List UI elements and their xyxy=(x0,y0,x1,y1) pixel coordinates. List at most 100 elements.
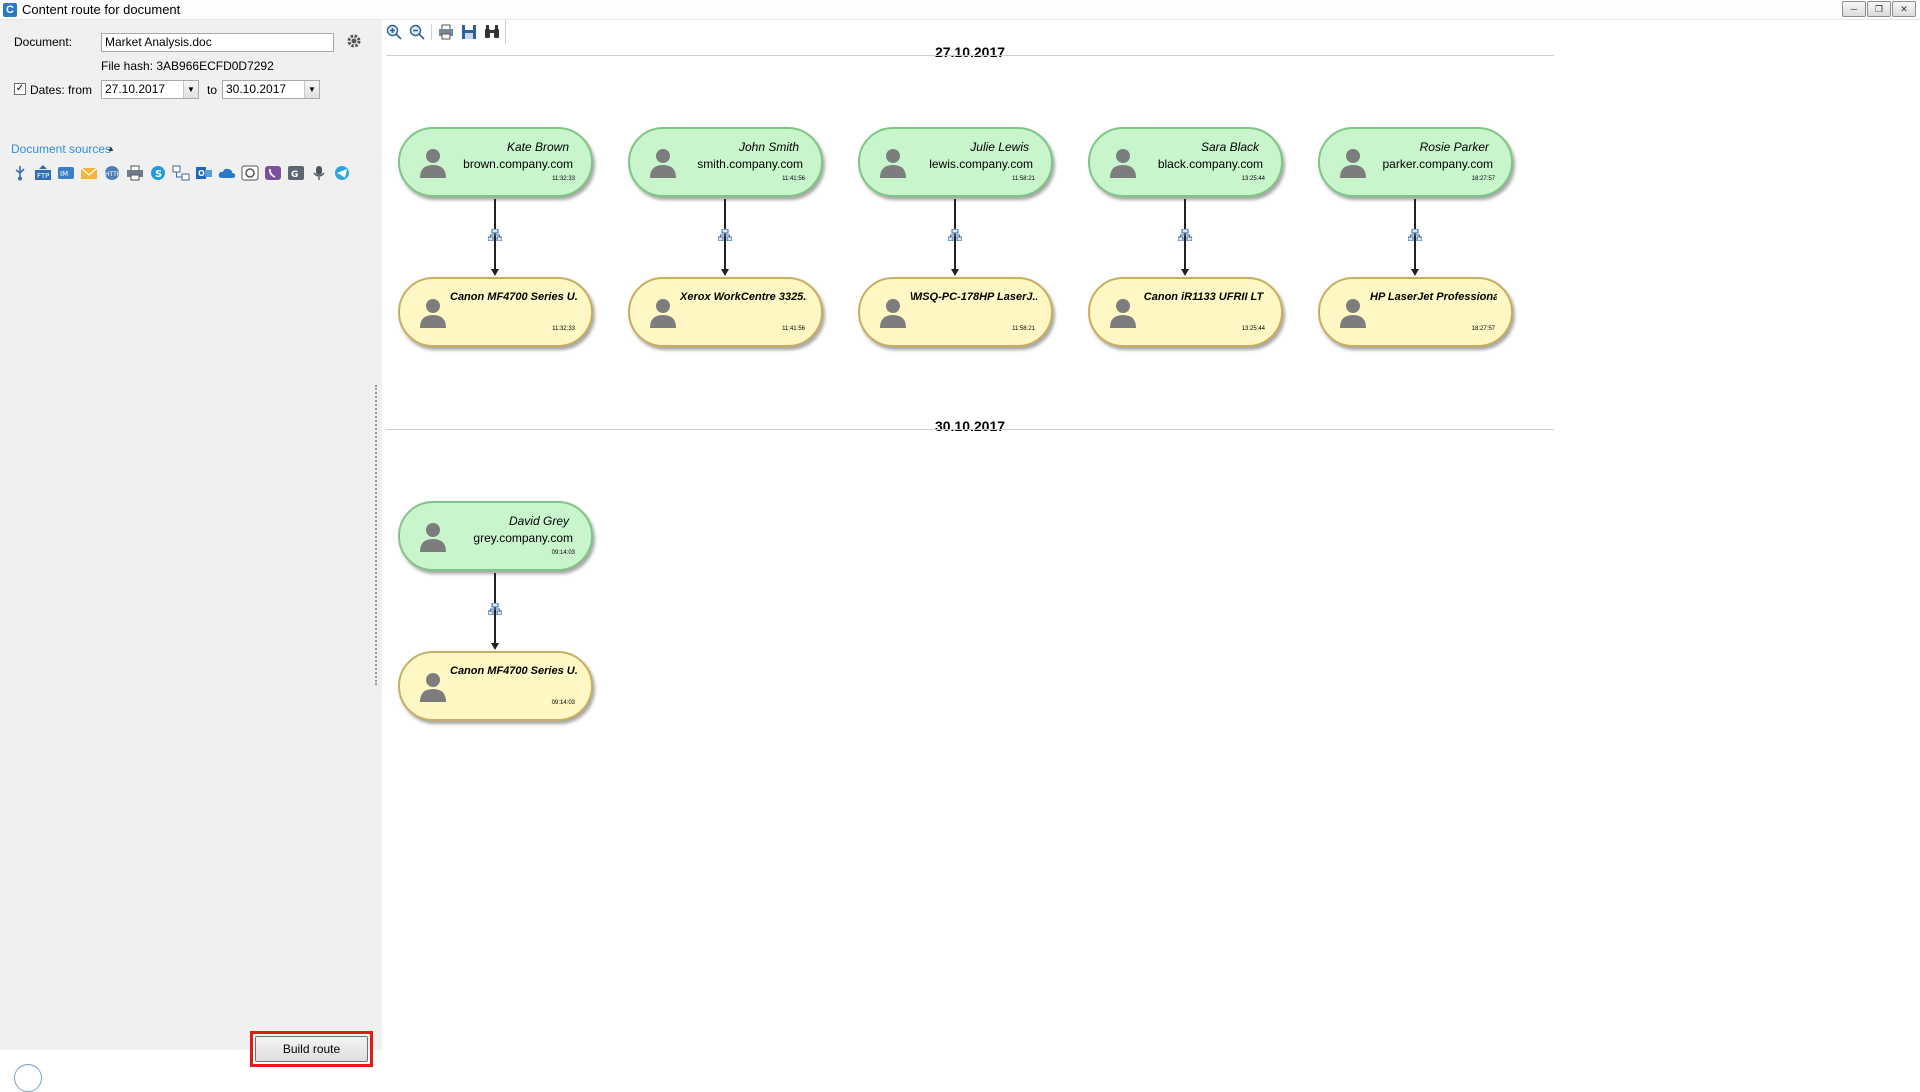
printer-name: Canon MF4700 Series U... xyxy=(450,291,577,303)
cloud-icon[interactable] xyxy=(217,163,237,183)
printer-node[interactable]: Canon MF4700 Series U... 11:32:33 xyxy=(398,277,593,347)
user-avatar-icon xyxy=(648,146,678,178)
window-controls: ─ ❐ ✕ xyxy=(1842,1,1916,17)
file-hash: File hash: 3AB966ECFD0D7292 xyxy=(101,59,274,73)
user-name: Julie Lewis xyxy=(970,140,1029,154)
im-icon[interactable]: IM xyxy=(56,163,76,183)
user-host: smith.company.com xyxy=(697,157,803,171)
user-node[interactable]: Rosie Parker parker.company.com 18:27:57 xyxy=(1318,127,1513,197)
printer-node[interactable]: HP LaserJet Professiona... 18:27:57 xyxy=(1318,277,1513,347)
app-icon: C xyxy=(3,2,17,17)
date-group-heading: 27.10.2017 xyxy=(934,44,1006,60)
document-field[interactable]: Market Analysis.doc xyxy=(101,33,334,52)
printer-node[interactable]: Xerox WorkCentre 3325...11:41:56 xyxy=(628,277,823,347)
date-from-picker[interactable]: 27.10.2017 ▼ xyxy=(101,80,199,99)
user-name: Sara Black xyxy=(1200,140,1259,154)
svg-text:IM: IM xyxy=(60,170,68,178)
zoom-in-icon[interactable] xyxy=(385,23,403,41)
settings-gear-icon[interactable] xyxy=(346,33,362,49)
build-route-button[interactable]: Build route xyxy=(255,1036,368,1062)
printer-avatar-icon xyxy=(648,296,678,328)
google-icon[interactable]: G xyxy=(286,163,306,183)
document-sources-link[interactable]: Document sources xyxy=(11,142,112,156)
collapse-arrow-icon[interactable]: ▲ xyxy=(107,144,115,153)
arrow-head-icon xyxy=(491,269,499,276)
toolbar-separator xyxy=(431,24,432,40)
network-icon xyxy=(717,228,733,242)
http-icon[interactable]: HTTP xyxy=(102,163,122,183)
user-avatar-icon xyxy=(1338,146,1368,178)
date-to-value: 30.10.2017 xyxy=(226,82,287,96)
panel-splitter[interactable] xyxy=(375,385,377,685)
document-label: Document: xyxy=(14,35,73,49)
printer-time: 18:27:57 xyxy=(1471,326,1495,332)
find-icon[interactable] xyxy=(483,23,501,41)
chevron-down-icon[interactable]: ▼ xyxy=(304,81,319,98)
printer-node[interactable]: Canon MF4700 Series U...09:14:03 xyxy=(398,651,593,721)
microphone-icon[interactable] xyxy=(309,163,329,183)
arrow-head-icon xyxy=(721,269,729,276)
arrow-head-icon xyxy=(1181,269,1189,276)
title-bar: C Content route for document ─ ❐ ✕ xyxy=(0,0,1920,20)
zoom-out-icon[interactable] xyxy=(408,23,426,41)
viber-icon[interactable] xyxy=(263,163,283,183)
restore-button[interactable]: ❐ xyxy=(1867,1,1891,17)
graph-toolbar xyxy=(382,20,506,44)
printer-avatar-icon xyxy=(418,296,448,328)
date-group-divider xyxy=(386,55,1554,56)
cloud-sync-icon[interactable] xyxy=(240,163,260,183)
user-avatar-icon xyxy=(418,520,448,552)
user-avatar-icon xyxy=(878,146,908,178)
user-name: Rosie Parker xyxy=(1419,140,1489,154)
telegram-icon[interactable] xyxy=(332,163,352,183)
outlook-icon[interactable]: O xyxy=(194,163,214,183)
arrow-head-icon xyxy=(951,269,959,276)
save-icon[interactable] xyxy=(460,23,478,41)
printer-name: \MSQ-PC-178HP LaserJ... xyxy=(910,291,1037,303)
user-time: 18:27:57 xyxy=(1471,176,1495,182)
date-group-heading: 30.10.2017 xyxy=(934,418,1006,434)
minimize-button[interactable]: ─ xyxy=(1842,1,1866,17)
network-icon xyxy=(1177,228,1193,242)
svg-text:O: O xyxy=(198,169,205,178)
network-icon xyxy=(1407,228,1423,242)
user-avatar-icon xyxy=(1108,146,1138,178)
skype-icon[interactable]: S xyxy=(148,163,168,183)
printer-icon[interactable] xyxy=(125,163,145,183)
printer-node[interactable]: \MSQ-PC-178HP LaserJ...11:58:21 xyxy=(858,277,1053,347)
chevron-down-icon[interactable]: ▼ xyxy=(183,81,198,98)
printer-time: 13:25:44 xyxy=(1241,326,1265,332)
printer-name: HP LaserJet Professiona... xyxy=(1370,291,1497,303)
svg-text:G: G xyxy=(291,170,298,180)
print-icon[interactable] xyxy=(437,23,455,41)
arrow-head-icon xyxy=(491,643,499,650)
network-icon xyxy=(487,602,503,616)
svg-text:S: S xyxy=(155,169,162,180)
close-button[interactable]: ✕ xyxy=(1892,1,1916,17)
printer-avatar-icon xyxy=(878,296,908,328)
printer-time: 11:32:33 xyxy=(552,326,575,332)
email-icon[interactable] xyxy=(79,163,99,183)
network-icon xyxy=(487,228,503,242)
user-host: parker.company.com xyxy=(1382,157,1494,171)
ftp-icon[interactable]: FTP xyxy=(33,163,53,183)
printer-time: 11:41:56 xyxy=(782,326,805,332)
date-to-picker[interactable]: 30.10.2017 ▼ xyxy=(222,80,320,99)
usb-icon[interactable] xyxy=(10,163,30,183)
user-time: 09:14:03 xyxy=(551,550,575,556)
printer-node[interactable]: Canon iR1133 UFRII LT 13:25:44 xyxy=(1088,277,1283,347)
printer-name: Canon iR1133 UFRII LT xyxy=(1143,291,1264,303)
dates-label: Dates: from xyxy=(30,83,93,97)
network-share-icon[interactable] xyxy=(171,163,191,183)
dates-checkbox[interactable]: ✓ xyxy=(14,83,26,95)
user-time: 11:32:33 xyxy=(552,176,575,182)
to-label: to xyxy=(207,83,218,97)
network-icon xyxy=(947,228,963,242)
svg-text:FTP: FTP xyxy=(37,172,49,180)
arrow-head-icon xyxy=(1411,269,1419,276)
